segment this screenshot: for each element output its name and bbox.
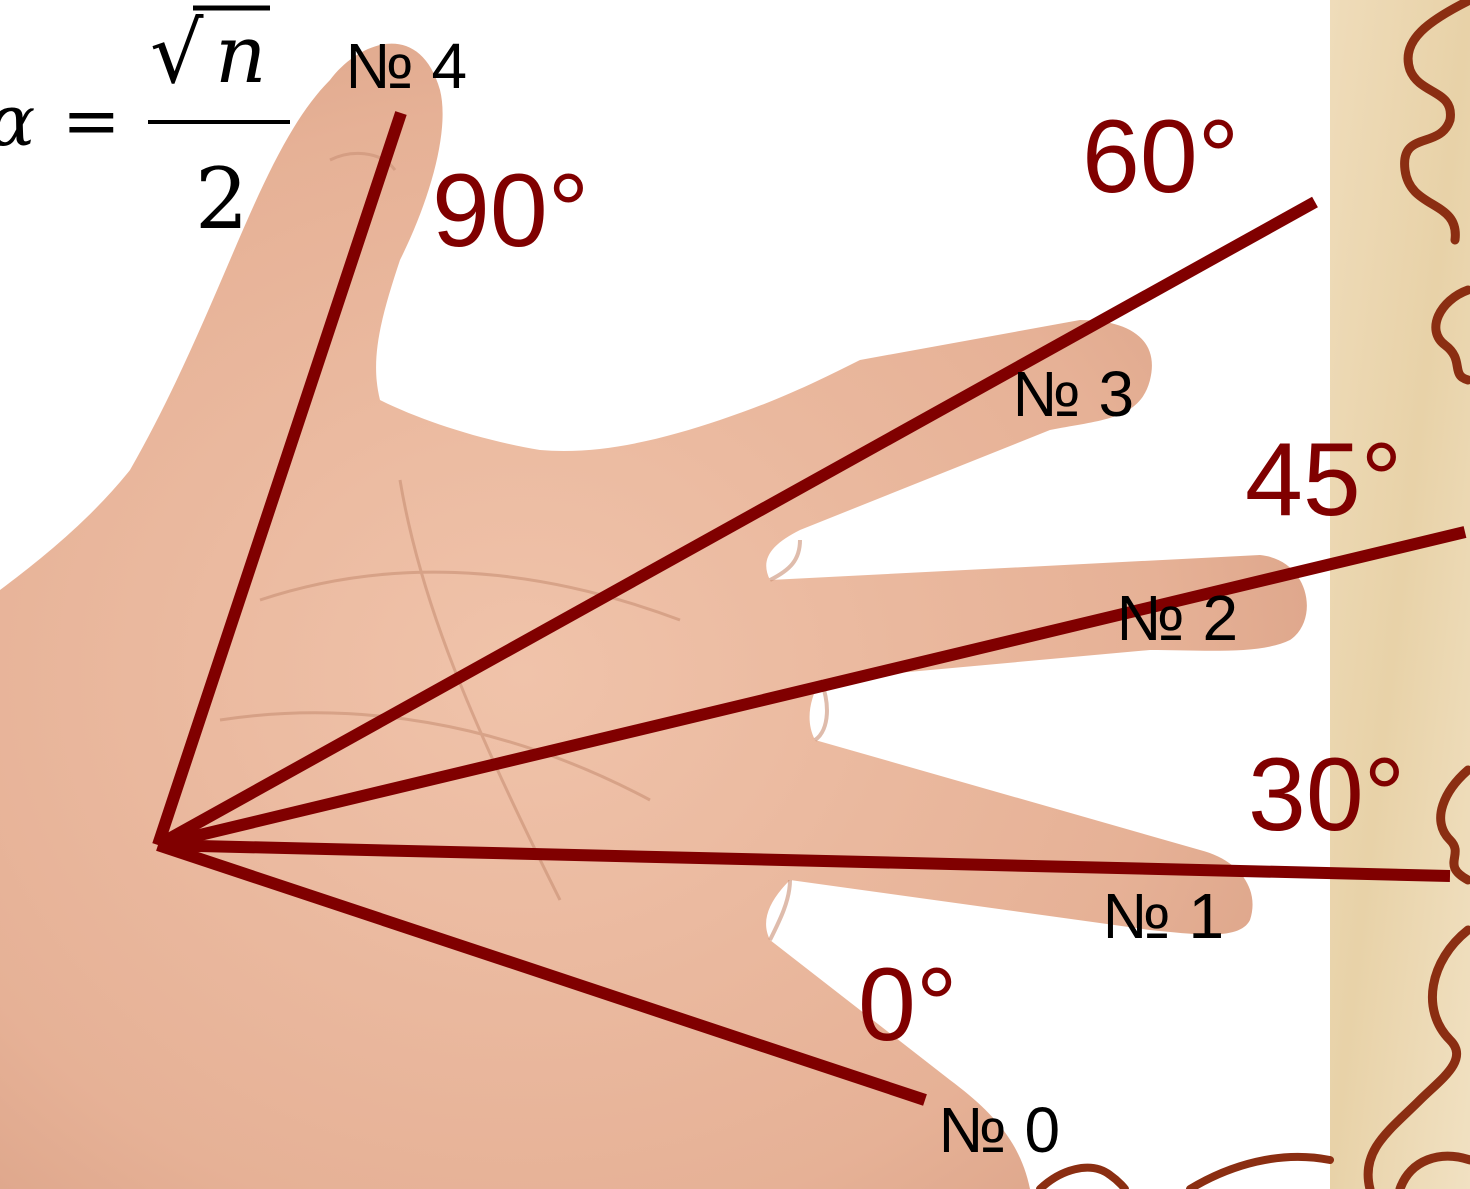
finger-label-0: № 0 <box>938 1094 1060 1166</box>
formula: α = √ n 2 <box>0 4 290 248</box>
angle-label-90: 90° <box>432 153 589 269</box>
finger-label-4: № 4 <box>345 30 467 102</box>
finger-labels: № 4 № 3 № 2 № 1 № 0 <box>345 30 1238 1166</box>
ray-finger-0 <box>156 839 927 1106</box>
parchment-background <box>1330 0 1470 1189</box>
finger-label-2: № 2 <box>1116 582 1238 654</box>
formula-lhs: α <box>0 80 35 162</box>
formula-radicand: n <box>215 8 267 101</box>
ray-finger-4 <box>152 111 407 847</box>
angle-label-0: 0° <box>858 947 957 1063</box>
ray-finger-1 <box>157 839 1451 882</box>
angle-label-60: 60° <box>1082 99 1239 215</box>
thumb-crease <box>329 151 397 171</box>
frame-ornament-right <box>1363 0 1470 1189</box>
finger-label-3: № 3 <box>1012 358 1134 430</box>
ray-finger-2 <box>156 526 1467 851</box>
angle-rays <box>152 111 1467 1106</box>
ray-finger-3 <box>155 196 1318 851</box>
angle-labels: 90° 60° 45° 30° 0° <box>432 99 1405 1063</box>
palm-lines <box>219 479 681 901</box>
formula-radical: √ <box>150 4 204 102</box>
formula-denominator: 2 <box>195 150 248 248</box>
angle-label-30: 30° <box>1248 737 1405 853</box>
angle-label-45: 45° <box>1245 422 1402 538</box>
formula-equals: = <box>62 80 121 162</box>
finger-label-1: № 1 <box>1102 880 1224 952</box>
